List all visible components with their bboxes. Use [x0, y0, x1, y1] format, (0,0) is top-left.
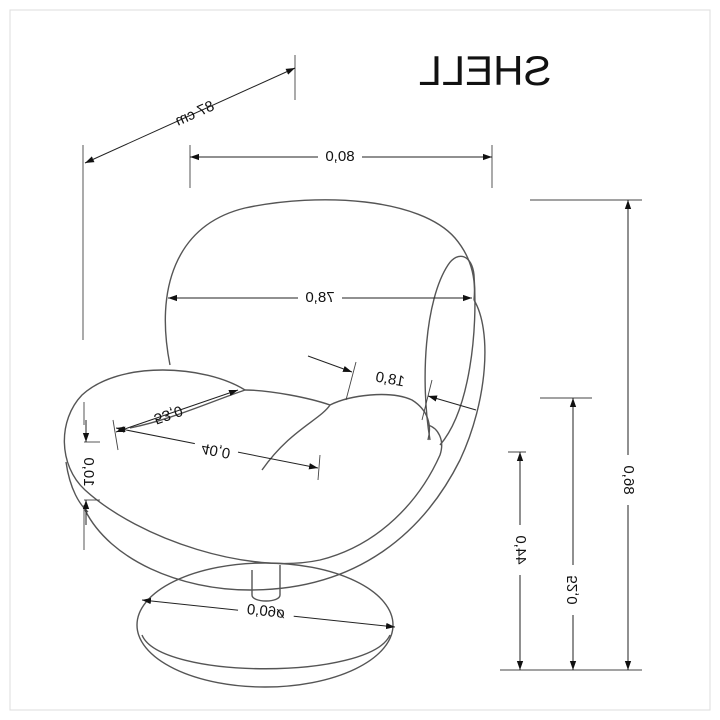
seat-diagonal-label: 53,0 [152, 402, 185, 428]
product-title: SHELL [418, 47, 551, 94]
base-diameter-label: ø60,0 [246, 601, 286, 622]
frame-border [9, 9, 711, 711]
inner-width-label: 78,0 [305, 289, 334, 306]
dimension-seat-diagonal: 53,0 [115, 389, 239, 433]
dimension-armrest: 18,0 [307, 355, 477, 421]
dimension-heights: 86,0 52,0 44,0 [500, 199, 642, 671]
dimension-width: 80,0 [189, 145, 493, 188]
dimension-seat-thickness: 10,0 [80, 402, 100, 550]
width-label: 80,0 [325, 148, 354, 165]
armrest-height-label: 52,0 [564, 575, 581, 604]
chair-outline [63, 199, 486, 688]
dimension-base-diameter: ø60,0 [141, 597, 396, 630]
seat-height-label: 44,0 [512, 535, 529, 564]
armrest-label: 18,0 [374, 369, 406, 391]
dimension-inner-width: 78,0 [168, 289, 472, 307]
dimension-seat-depth: 40,0 [112, 419, 321, 481]
seat-depth-label: 40,0 [200, 439, 232, 461]
total-height-label: 86,0 [620, 465, 637, 494]
diagonal-label: 87 cm [173, 97, 217, 129]
dimension-diagonal: 87 cm [82, 55, 296, 340]
seat-thickness-label: 10,0 [80, 457, 97, 486]
